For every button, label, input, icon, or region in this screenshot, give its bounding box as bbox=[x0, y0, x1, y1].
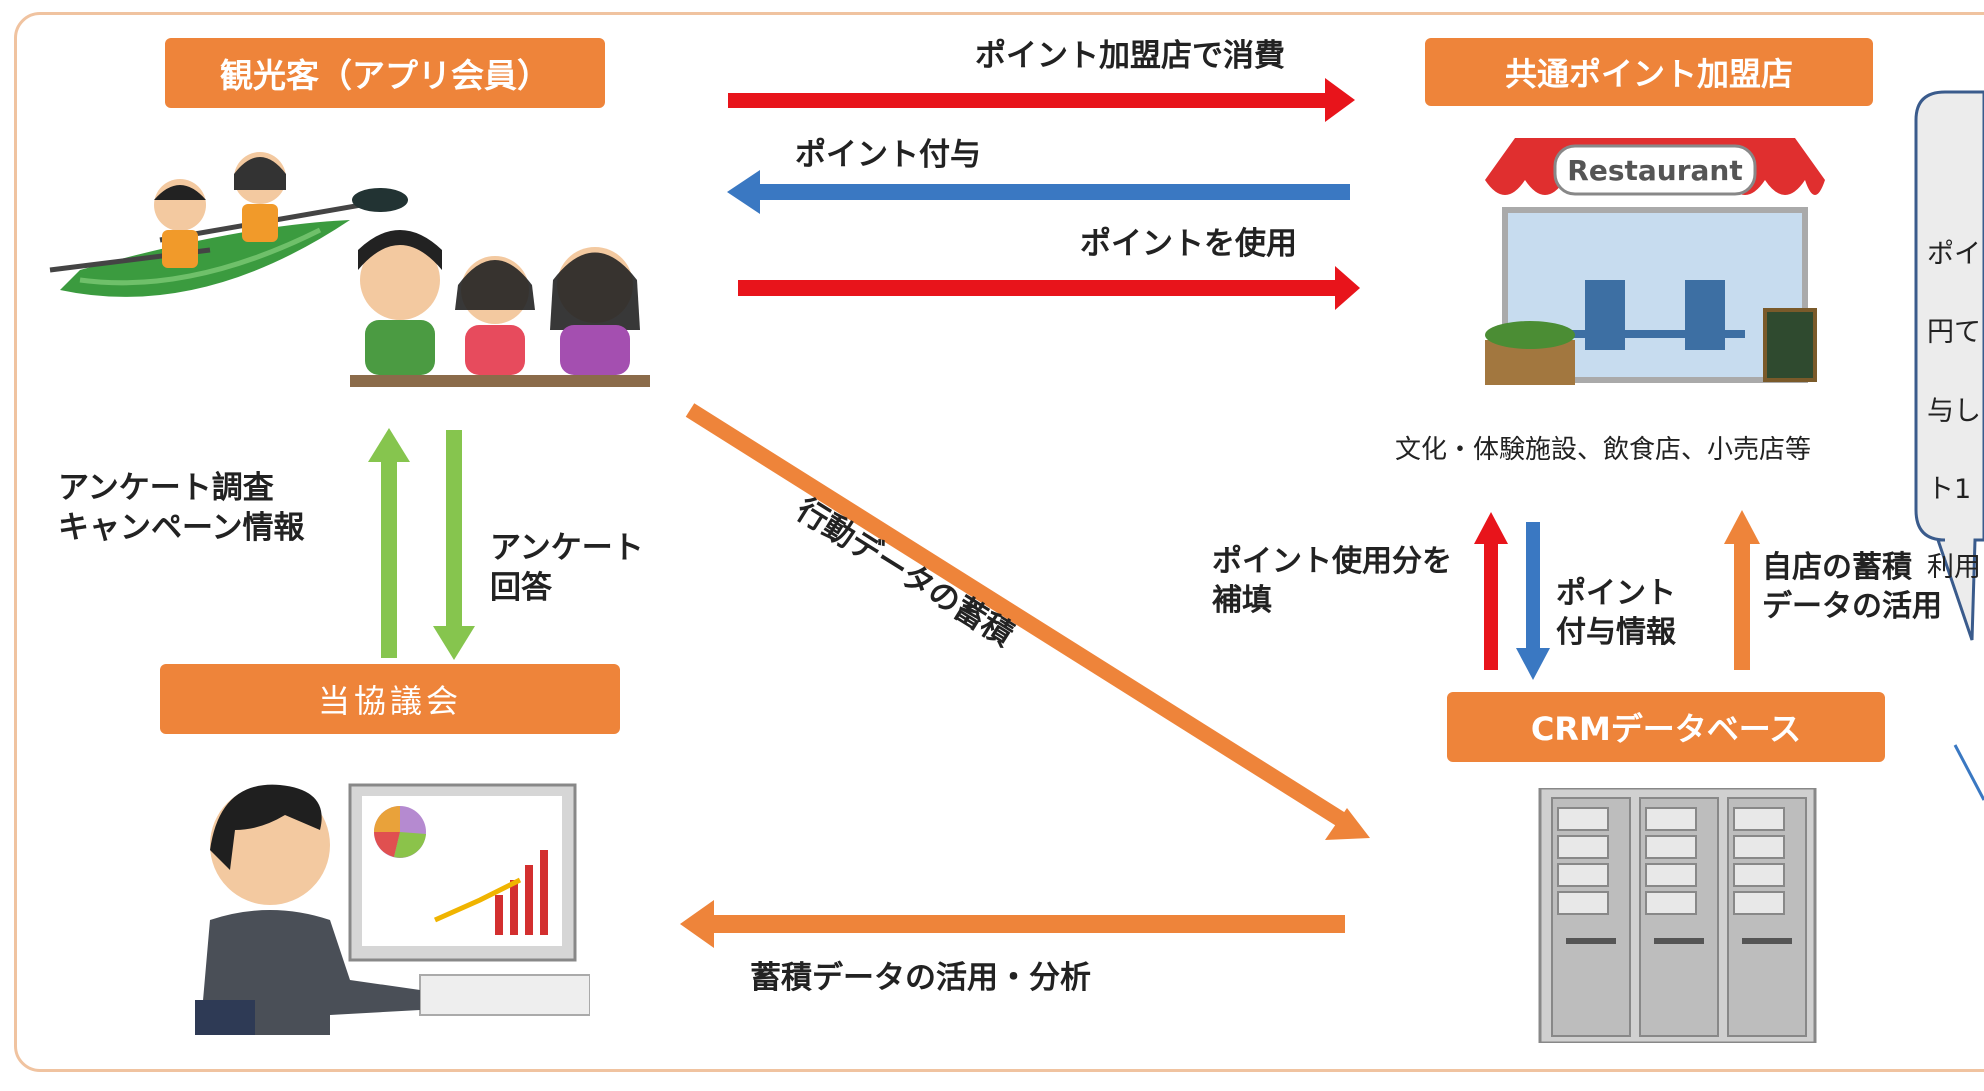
merchants-box: 共通ポイント加盟店 bbox=[1425, 38, 1873, 106]
label-grant-info: ポイント 付与情報 bbox=[1556, 576, 1676, 650]
arrow-spend bbox=[728, 78, 1355, 122]
arrow-use bbox=[738, 266, 1360, 310]
callout-line: 円て bbox=[1927, 317, 1981, 349]
tourist-box: 観光客（アプリ会員） bbox=[165, 38, 605, 108]
server-illustration bbox=[1538, 788, 1817, 1043]
crm-box: CRMデータベース bbox=[1447, 692, 1885, 762]
restaurant-sign: Restaurant bbox=[1567, 154, 1742, 187]
label-facilities: 文化・体験施設、飲食店、小売店等 bbox=[1395, 435, 1812, 465]
tourists-illustration bbox=[49, 152, 650, 387]
arrow-grant-info bbox=[1516, 522, 1550, 680]
label-use: ポイントを使用 bbox=[1080, 226, 1297, 262]
label-grant: ポイント付与 bbox=[795, 137, 981, 173]
arrow-survey bbox=[368, 428, 410, 658]
arrow-replenish bbox=[1474, 512, 1508, 670]
label-spend: ポイント加盟店で消費 bbox=[975, 38, 1285, 74]
label-analysis: 蓄積データの活用・分析 bbox=[750, 960, 1091, 996]
label-own-data: 自店の蓄積 データの活用 bbox=[1762, 550, 1942, 624]
callout-line: 利用 bbox=[1927, 552, 1981, 584]
callout-text: ポイ 円て 与し ト1 利用 bbox=[1927, 196, 1981, 627]
analyst-illustration bbox=[195, 783, 590, 1035]
callout-line: ト1 bbox=[1927, 473, 1972, 505]
diagram-frame bbox=[14, 12, 1984, 1072]
label-answer: アンケート 回答 bbox=[490, 530, 644, 607]
arrow-grant bbox=[727, 170, 1350, 214]
arrow-answer bbox=[433, 430, 475, 660]
restaurant-illustration: Restaurant bbox=[1485, 138, 1825, 385]
arrow-own-data bbox=[1724, 510, 1760, 670]
callout-line: ポイ bbox=[1927, 239, 1981, 271]
label-replenish: ポイント使用分を 補填 bbox=[1212, 544, 1452, 618]
council-box: 当協議会 bbox=[160, 664, 620, 734]
arrow-analysis bbox=[680, 900, 1345, 948]
label-survey: アンケート調査 キャンペーン情報 bbox=[58, 470, 305, 547]
callout-line: 与し bbox=[1927, 395, 1981, 427]
callout-pointer-line bbox=[1953, 744, 1984, 801]
arrow-behavior bbox=[685, 403, 1370, 840]
